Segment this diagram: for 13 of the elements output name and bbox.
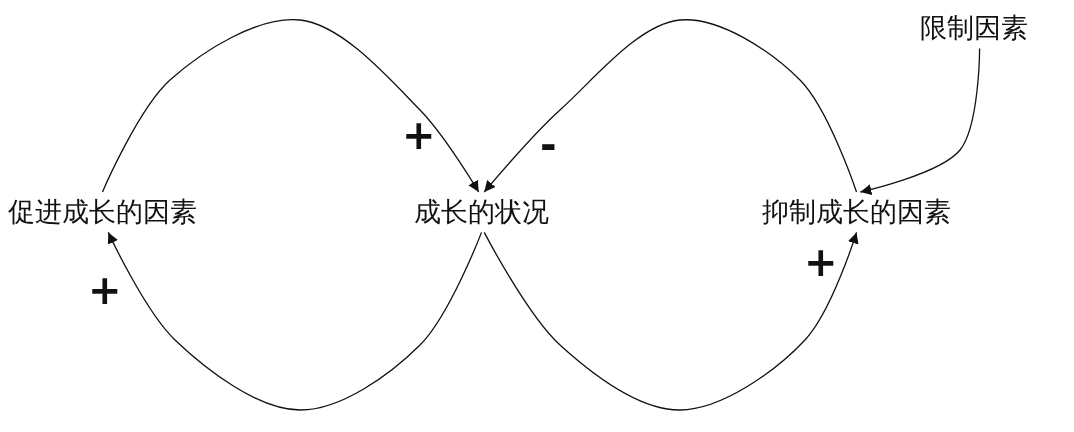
node-label: 抑制成长的因素 bbox=[762, 196, 951, 227]
arrow bbox=[107, 231, 483, 411]
edge-label: - bbox=[540, 125, 557, 165]
edge-label: + bbox=[804, 242, 838, 282]
arrow bbox=[483, 19, 858, 193]
node-label: 限制因素 bbox=[920, 12, 1028, 43]
arrow bbox=[483, 231, 859, 411]
arrow bbox=[859, 47, 981, 195]
edge-label: + bbox=[88, 270, 122, 310]
arrow bbox=[101, 19, 480, 193]
edge-label: + bbox=[402, 115, 436, 155]
node-label: 促进成长的因素 bbox=[8, 196, 197, 227]
node-label: 成长的状况 bbox=[414, 196, 549, 227]
